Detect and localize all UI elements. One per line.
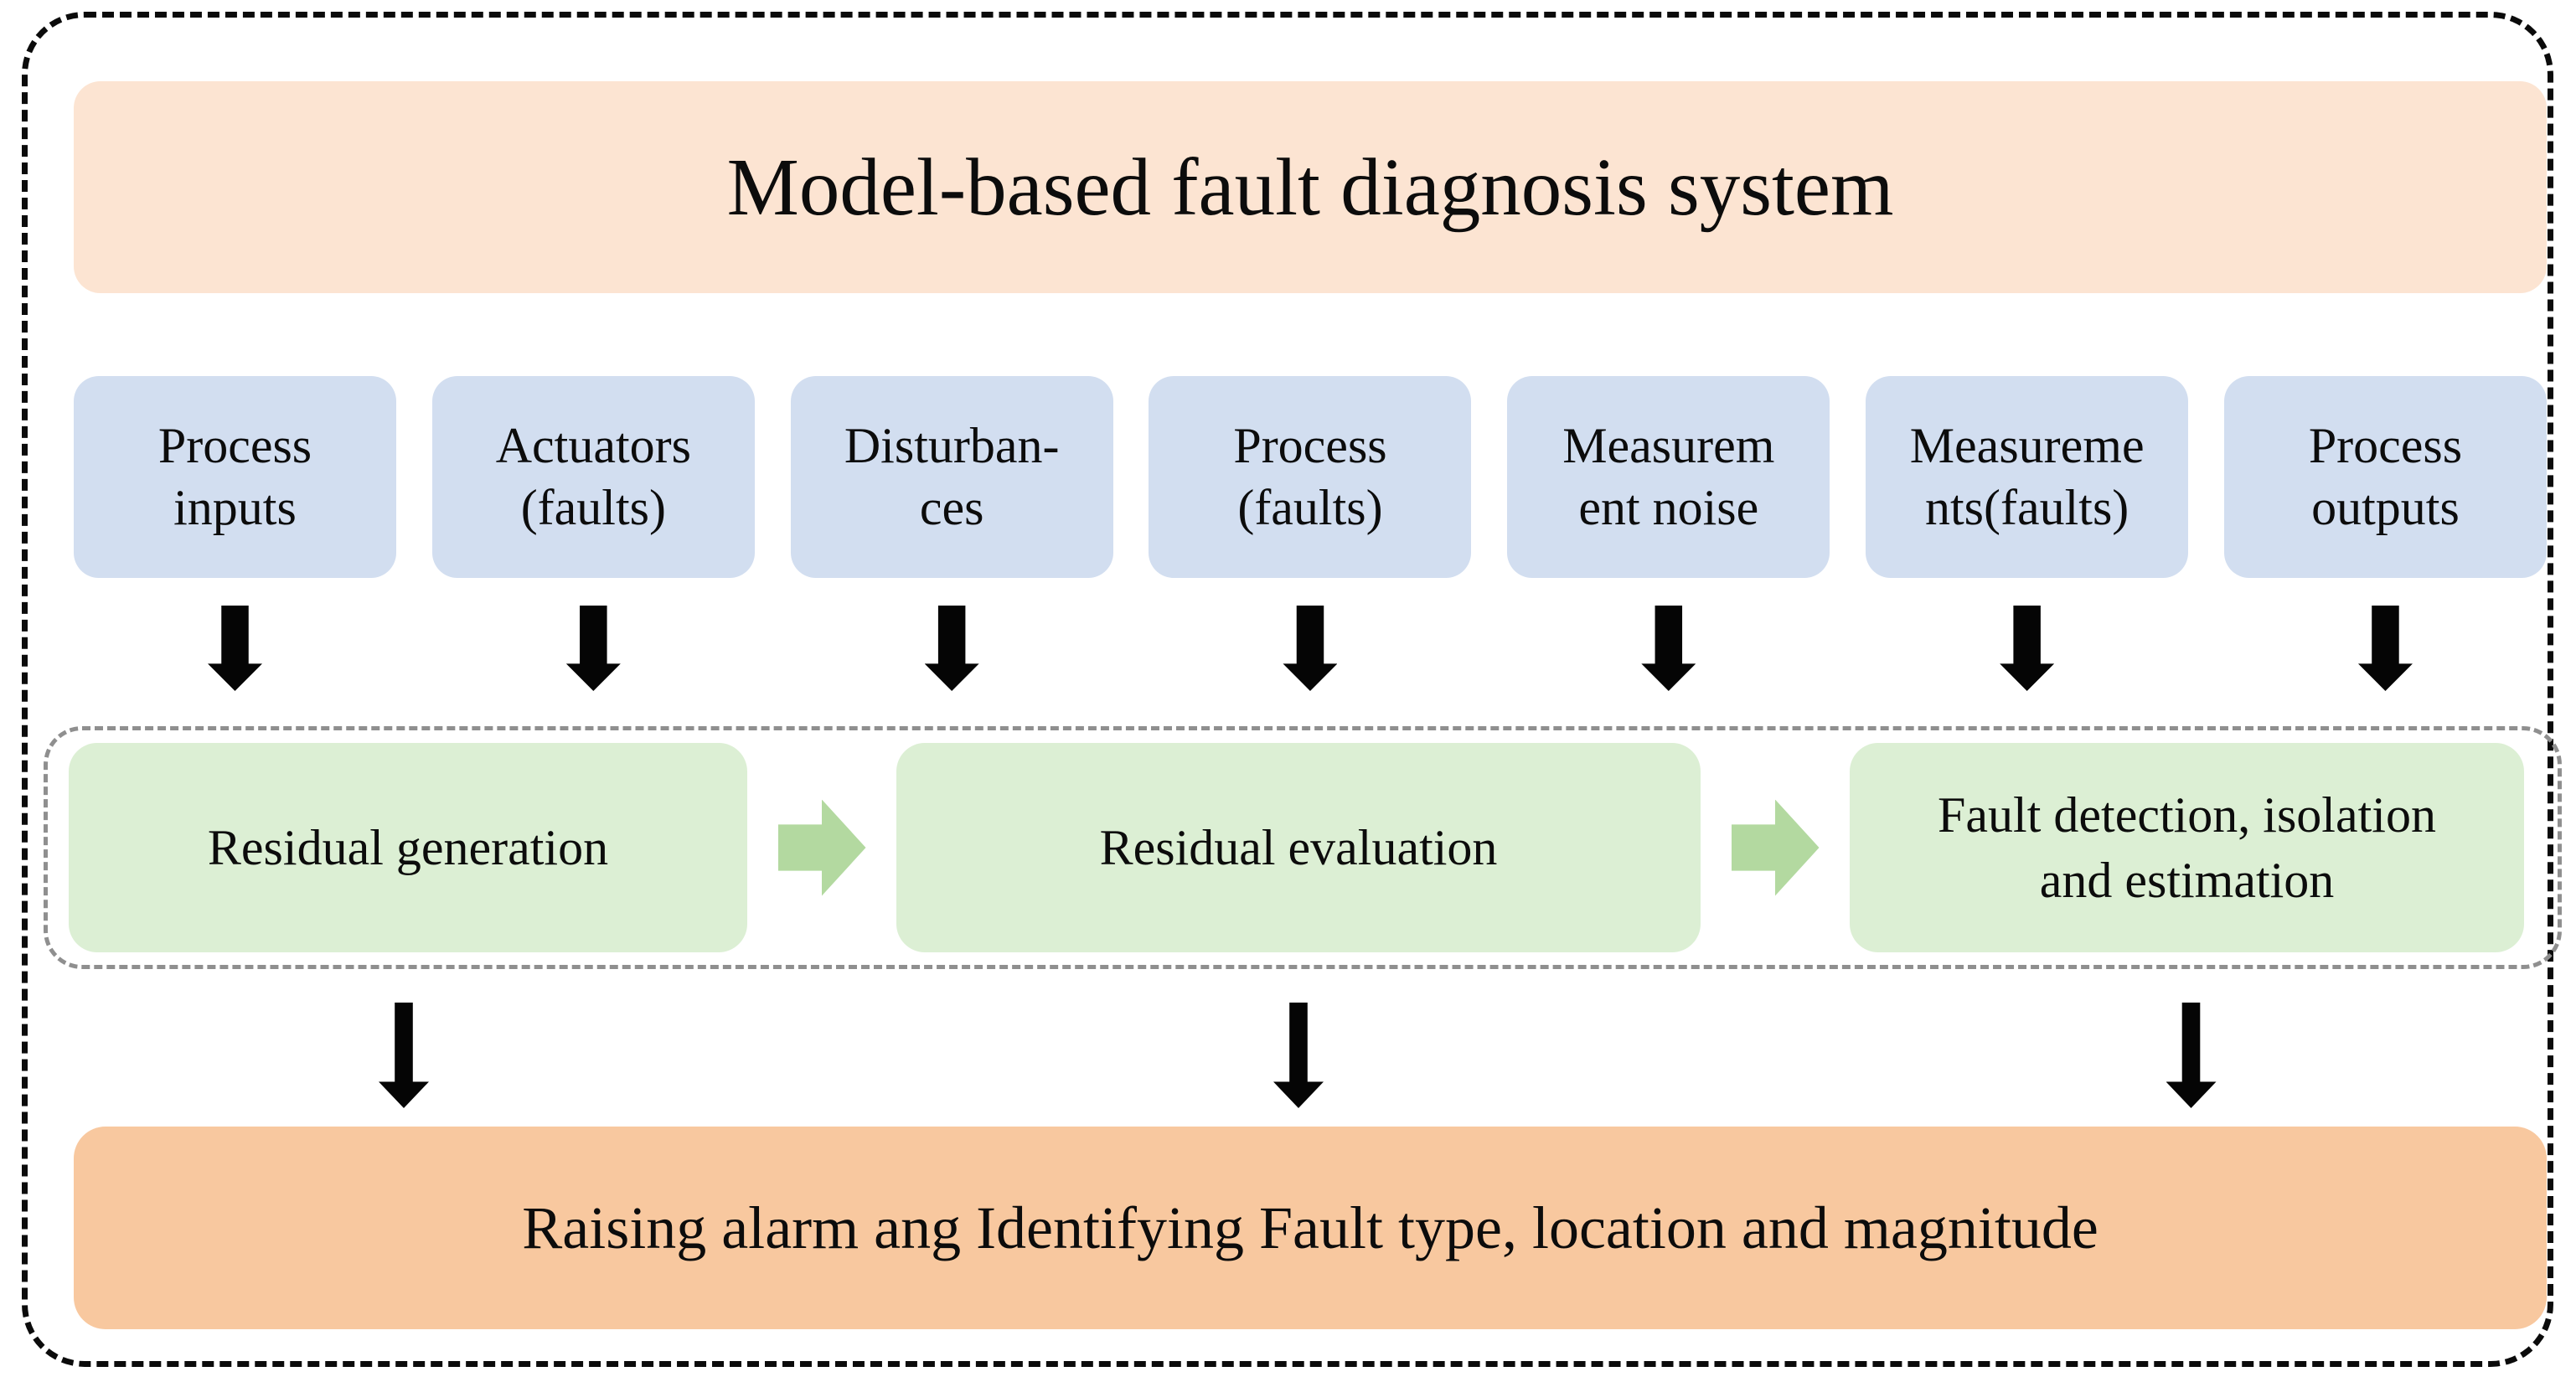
input-label-line: inputs	[173, 479, 297, 535]
right-arrow-icon	[1731, 799, 1820, 896]
input-row: Process inputs Actuators (faults) Distur…	[74, 376, 2547, 578]
input-box-disturbances: Disturban- ces	[790, 376, 1113, 578]
stage-label: Residual generation	[207, 820, 609, 875]
stage-fault-detection-isolation-estimation: Fault detection, isolation and estimatio…	[1850, 743, 2524, 952]
arrow-cell	[791, 606, 1113, 691]
spacer	[1733, 1003, 1821, 1108]
down-arrow-icon	[208, 606, 262, 691]
stage-label-line: and estimation	[2039, 853, 2335, 908]
down-arrow-icon	[2000, 606, 2055, 691]
page-title: Model-based fault diagnosis system	[726, 142, 1894, 232]
input-label-line: Measureme	[1909, 418, 2145, 474]
down-arrow-icon	[379, 1003, 429, 1108]
system-boundary-dashed-border	[22, 12, 2553, 1367]
input-label-line: Actuators	[495, 418, 691, 474]
input-arrow-row	[74, 606, 2547, 691]
down-arrow-icon	[1641, 606, 1696, 691]
arrow-cell	[74, 606, 396, 691]
down-arrow-icon	[1283, 606, 1338, 691]
stage-residual-generation: Residual generation	[69, 743, 747, 952]
arrow-cell	[1507, 606, 1830, 691]
arrow-cell	[896, 1003, 1701, 1108]
title-box: Model-based fault diagnosis system	[74, 81, 2547, 293]
processing-stages-container: Residual generation Residual evaluation …	[44, 726, 2562, 969]
input-label-line: Process	[157, 418, 312, 474]
down-arrow-icon	[565, 606, 621, 691]
input-box-process-faults: Process (faults)	[1149, 376, 1472, 578]
input-label-line: ces	[919, 479, 984, 535]
input-box-process-outputs: Process outputs	[2223, 376, 2547, 578]
input-label-line: Process	[2308, 418, 2463, 474]
down-arrow-icon	[2357, 606, 2413, 691]
input-box-measurements-faults: Measureme nts(faults)	[1866, 376, 2189, 578]
input-box-actuators-faults: Actuators (faults)	[431, 376, 755, 578]
down-arrow-icon	[2166, 1003, 2217, 1108]
alarm-output-text: Raising alarm ang Identifying Fault type…	[522, 1194, 2098, 1261]
down-arrow-icon	[1273, 1003, 1324, 1108]
arrow-cell	[1854, 1003, 2528, 1108]
alarm-output-box: Raising alarm ang Identifying Fault type…	[74, 1127, 2547, 1329]
input-label-line: (faults)	[1237, 479, 1383, 535]
arrow-cell	[2224, 606, 2547, 691]
spacer	[776, 1003, 864, 1108]
input-box-process-inputs: Process inputs	[74, 376, 396, 578]
stage-label-line: Fault detection, isolation	[1938, 787, 2436, 843]
input-label-line: nts(faults)	[1925, 479, 2129, 535]
input-label-line: Measurem	[1562, 418, 1775, 474]
input-label-line: Disturban-	[844, 418, 1060, 474]
right-arrow-icon	[777, 799, 866, 896]
input-box-measurement-noise: Measurem ent noise	[1507, 376, 1830, 578]
arrow-cell	[1866, 606, 2188, 691]
output-arrow-row	[44, 1003, 2562, 1108]
stage-label: Residual evaluation	[1099, 820, 1498, 875]
arrow-cell	[432, 606, 755, 691]
input-label-line: ent noise	[1578, 479, 1759, 535]
arrow-cell	[65, 1003, 743, 1108]
arrow-cell	[1149, 606, 1471, 691]
input-label-line: outputs	[2311, 479, 2460, 535]
stage-residual-evaluation: Residual evaluation	[896, 743, 1701, 952]
input-label-line: Process	[1233, 418, 1387, 474]
input-label-line: (faults)	[520, 479, 666, 535]
down-arrow-icon	[924, 606, 979, 691]
